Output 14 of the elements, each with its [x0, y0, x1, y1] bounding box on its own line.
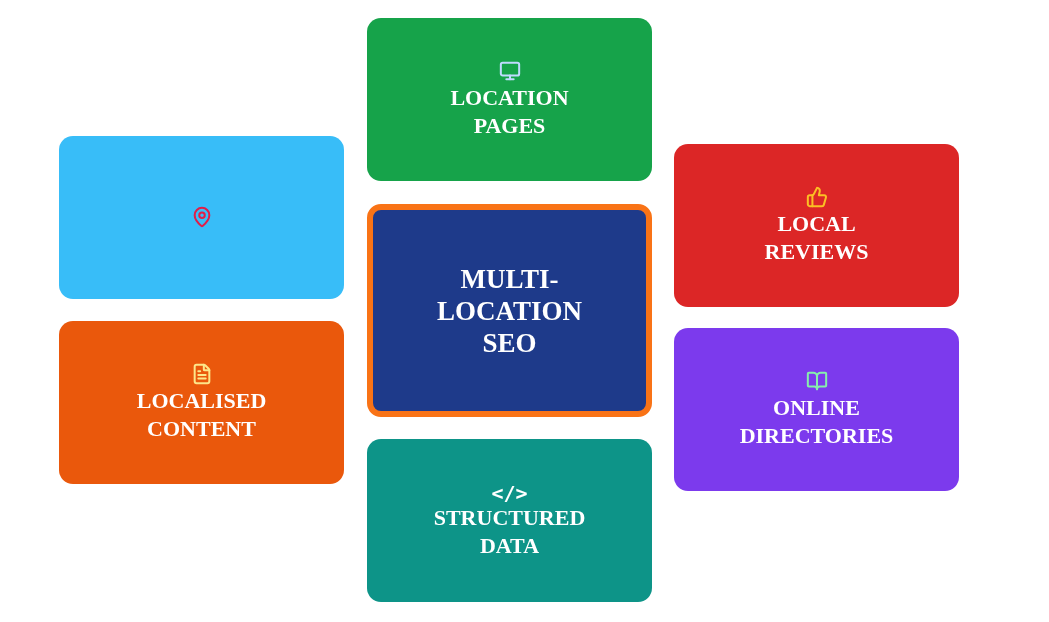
code-symbol: </> — [491, 481, 528, 504]
card-title: ONLINE DIRECTORIES — [738, 393, 895, 450]
topic-card — [367, 439, 652, 602]
card-title: LOCAL REVIEWS — [763, 209, 870, 266]
topic-card — [674, 328, 959, 491]
topic-card — [367, 18, 652, 181]
topic-card — [674, 144, 959, 307]
topic-card — [59, 136, 344, 299]
card-title: MULTI-LOCATION SEO — [436, 262, 583, 359]
topic-card — [59, 321, 344, 484]
card-title: LOCATION PAGES — [449, 83, 570, 140]
center-box — [367, 204, 652, 417]
card-title: STRUCTURED DATA — [432, 503, 587, 560]
card-title: LOCALISED CONTENT — [135, 386, 268, 443]
